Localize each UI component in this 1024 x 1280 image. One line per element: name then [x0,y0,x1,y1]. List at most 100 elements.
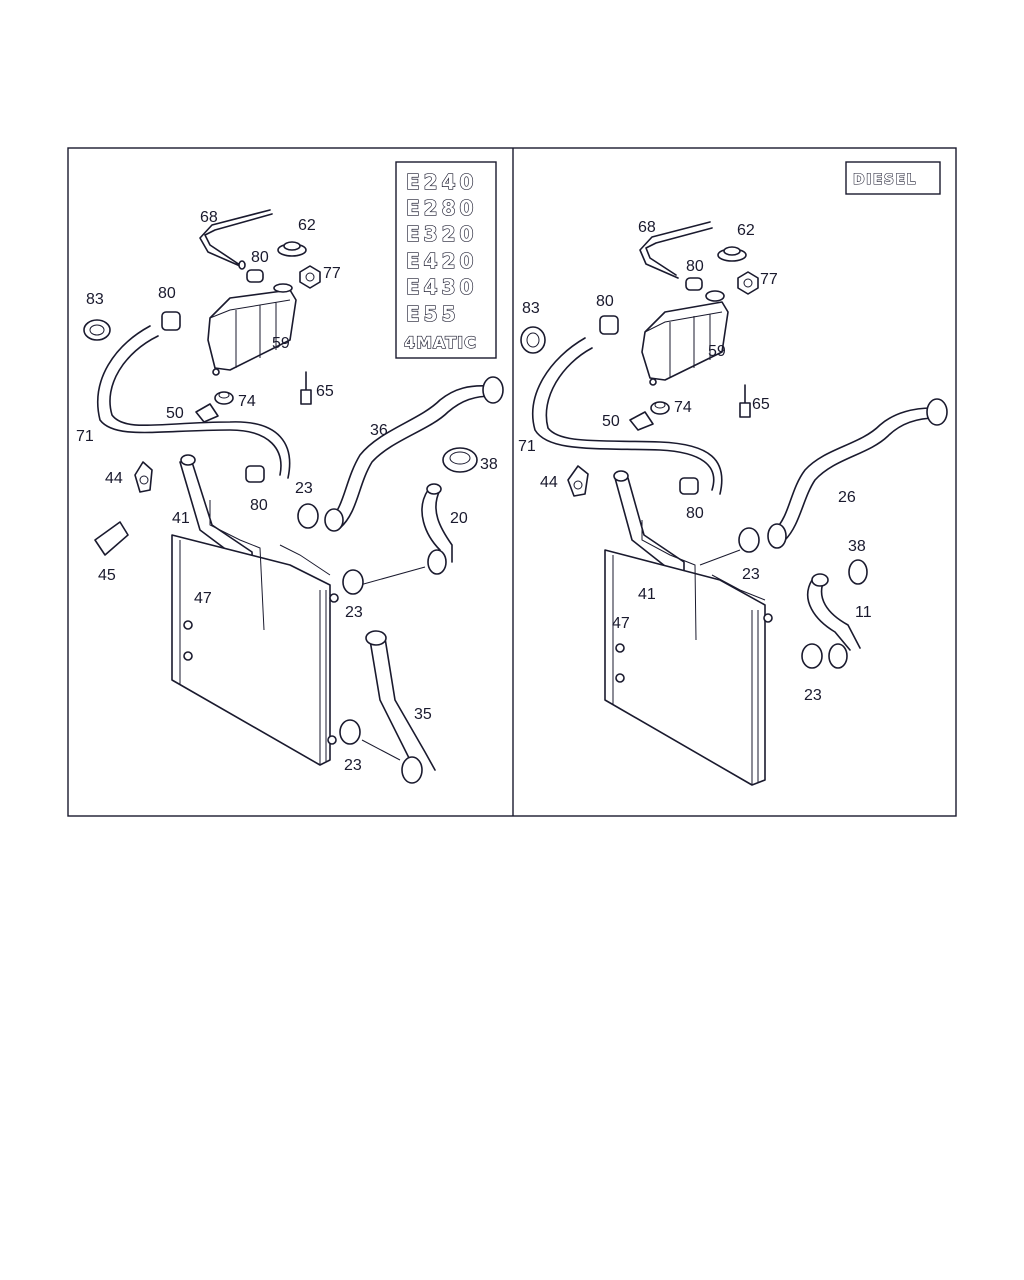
expansion-tank-59-neck [705,290,725,302]
radiator-brackets [209,500,331,631]
hose-26-end [926,398,948,426]
radiator-port-lower [615,673,625,683]
expansion-tank-59-ribs [209,299,291,368]
clamp-83-inner [89,324,105,336]
radiator-tanks [171,535,327,765]
callout-44: 44 [540,474,558,491]
leader-23-lower [361,739,401,761]
holder-50 [629,411,654,431]
callout-36: 36 [370,422,388,439]
cap-62-top [723,246,741,256]
cap-62-top [283,241,301,251]
callout-77: 77 [760,271,778,288]
nut-77 [737,271,759,295]
badge-e55: E55 [406,302,460,326]
radiator-port-right [763,613,773,623]
bushing-74-inner [218,391,230,399]
callout-50: 50 [166,405,184,422]
clamp-23-upper [738,527,760,553]
hose-68 [199,209,273,267]
callout-74: 74 [674,399,692,416]
callout-71: 71 [76,428,94,445]
callout-44: 44 [105,470,123,487]
hose-35-top [365,630,387,646]
bracket-45 [94,521,129,556]
badge-e320: E320 [406,222,477,246]
clamp-38-inner [449,451,471,465]
callout-45: 45 [98,567,116,584]
expansion-tank-59-outlet [649,378,657,386]
callout-23: 23 [742,566,760,583]
callout-59: 59 [708,343,726,360]
radiator-port-right [329,593,339,603]
callout-35: 35 [414,706,432,723]
badge-e280: E280 [406,196,477,220]
callout-80: 80 [686,258,704,275]
callout-65: 65 [752,396,770,413]
callout-80: 80 [158,285,176,302]
hose-20-bottom [427,549,447,575]
callout-26: 26 [838,489,856,506]
expansion-tank-59 [207,289,297,371]
callout-23: 23 [295,480,313,497]
hose-11 [806,577,861,651]
clamp-23-lower [339,719,361,745]
leader-20 [359,566,426,586]
bracket-44-hole [573,480,583,490]
clamp-23-mid [342,569,364,595]
holder-50 [195,403,219,423]
callout-68: 68 [638,219,656,236]
badge-e240: E240 [406,170,477,194]
radiator-port-upper [615,643,625,653]
badge-e420: E420 [406,249,477,273]
hose-36-end [482,376,504,404]
clamp-83 [520,326,546,354]
hose-35-bottom [401,756,423,784]
badge-4matic: 4MATIC [404,333,477,352]
callout-71: 71 [518,438,536,455]
callout-80: 80 [251,249,269,266]
badge-e430: E430 [406,275,477,299]
clamp-38 [848,559,868,585]
radiator-port-lower [183,651,193,661]
clamp-83 [83,319,111,341]
callout-59: 59 [272,335,290,352]
callout-68: 68 [200,209,218,226]
hose-11-bottom [828,643,848,669]
hose-71 [532,337,723,495]
callout-80: 80 [596,293,614,310]
hose-26 [774,407,937,541]
nut-77 [299,265,321,289]
diesel-badge-box [845,161,941,195]
callout-41: 41 [172,510,190,527]
bracket-44 [134,461,153,493]
radiator-port-upper [183,620,193,630]
callout-77: 77 [323,265,341,282]
expansion-tank-59-neck [273,283,293,293]
callout-20: 20 [450,510,468,527]
radiator-brackets [641,520,766,641]
callout-47: 47 [612,615,630,632]
hose-68-end [238,260,246,270]
bracket-44-hole [139,475,149,485]
callout-80: 80 [250,497,268,514]
callout-23: 23 [345,604,363,621]
expansion-tank-59-outlet [212,368,220,376]
clip-80-mid [679,477,699,495]
hose-68 [639,221,713,279]
expansion-tank-59 [641,301,729,381]
sensor-65 [739,402,751,418]
clip-80-mid [245,465,265,483]
model-badge-box [395,161,497,359]
nut-77-hole [743,278,753,288]
callout-65: 65 [316,383,334,400]
diagram-frame [67,147,957,817]
callout-47: 47 [194,590,212,607]
hose-71 [97,325,291,479]
clip-80-upper [685,277,703,291]
callout-11: 11 [855,604,872,621]
radiator-tanks [604,550,759,785]
callout-23: 23 [344,757,362,774]
callout-41: 41 [638,586,656,603]
callout-62: 62 [737,222,755,239]
